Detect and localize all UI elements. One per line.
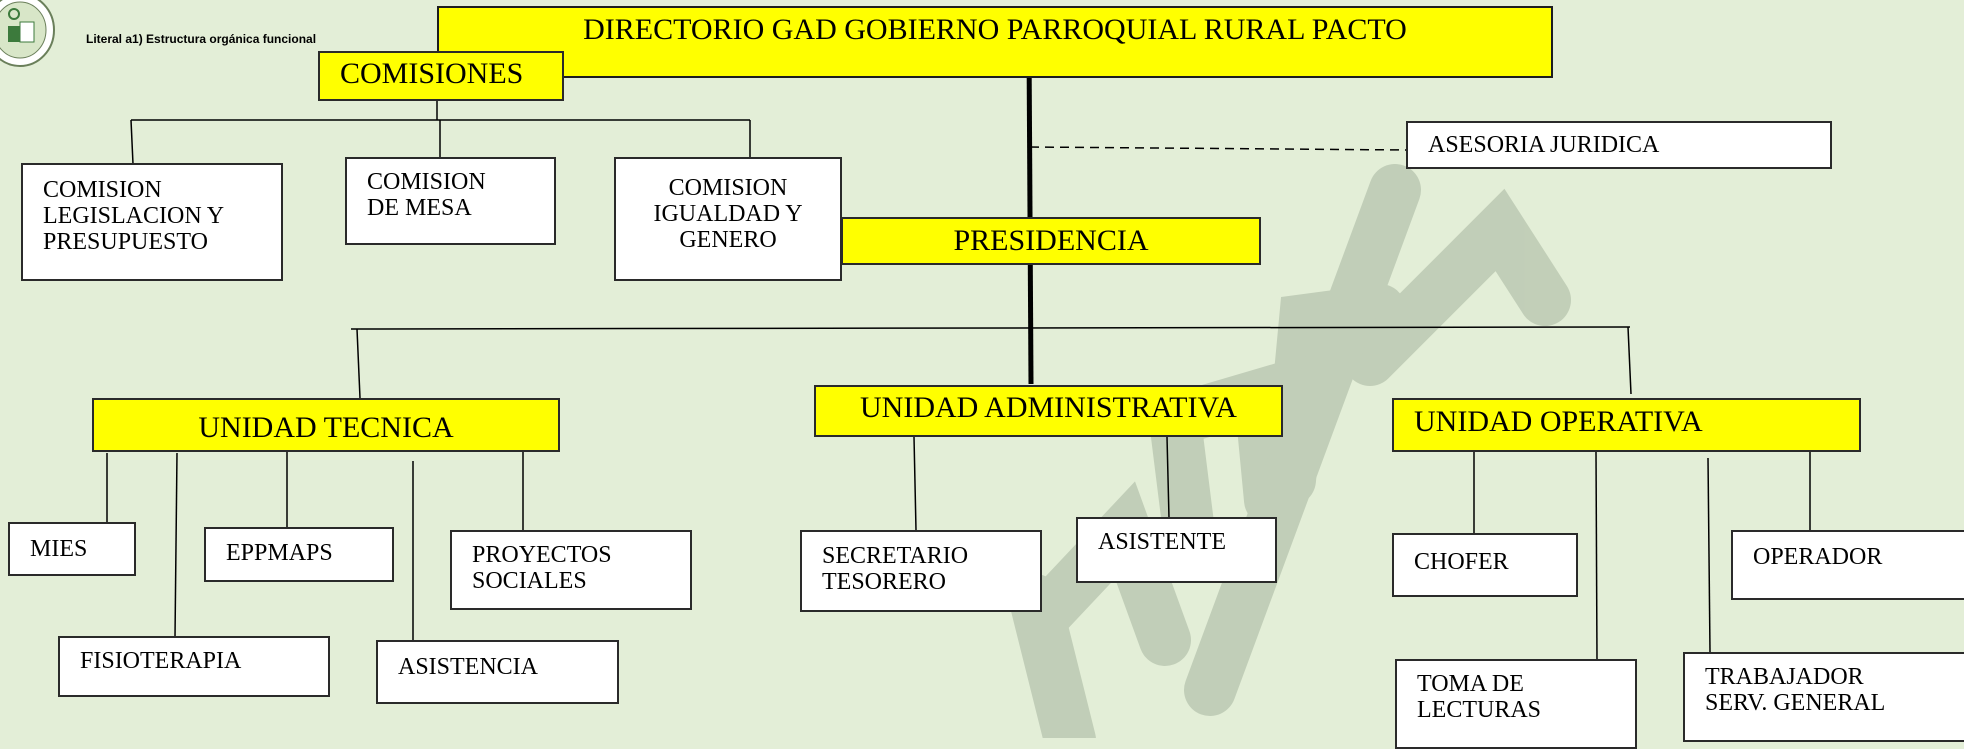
watermark xyxy=(1009,164,1571,738)
connector-lines xyxy=(106,100,1811,661)
asistencia-box: ASISTENCIA xyxy=(376,640,619,704)
page-subtitle: Literal a1) Estructura orgánica funciona… xyxy=(86,32,317,46)
unidad-administrativa-box: UNIDAD ADMINISTRATIVA xyxy=(814,385,1283,437)
asesoria-juridica-box: ASESORIA JURIDICA xyxy=(1406,121,1832,169)
comision-legislacion-box: COMISION LEGISLACION Y PRESUPUESTO xyxy=(21,163,283,281)
directorio-box: DIRECTORIO GAD GOBIERNO PARROQUIAL RURAL… xyxy=(437,6,1553,78)
comision-igualdad-box: COMISION IGUALDAD Y GENERO xyxy=(614,157,842,281)
mies-box: MIES xyxy=(8,522,136,576)
eppmaps-box: EPPMAPS xyxy=(204,527,394,582)
unidad-operativa-box: UNIDAD OPERATIVA xyxy=(1392,398,1861,452)
asistente-box: ASISTENTE xyxy=(1076,517,1277,583)
comisiones-box: COMISIONES xyxy=(318,51,564,101)
fisioterapia-box: FISIOTERAPIA xyxy=(58,636,330,697)
main-spine xyxy=(1026,43,1034,385)
secretario-tesorero-box: SECRETARIO TESORERO xyxy=(800,530,1042,612)
chofer-box: CHOFER xyxy=(1392,533,1578,597)
seal-logo-icon xyxy=(0,0,55,67)
trabajador-serv-general-box: TRABAJADOR SERV. GENERAL xyxy=(1683,652,1964,742)
operador-box: OPERADOR xyxy=(1731,530,1964,600)
toma-lecturas-box: TOMA DE LECTURAS xyxy=(1395,659,1637,749)
comision-mesa-box: COMISION DE MESA xyxy=(345,157,556,245)
presidencia-box: PRESIDENCIA xyxy=(841,217,1261,265)
unidad-tecnica-box: UNIDAD TECNICA xyxy=(92,398,560,452)
proyectos-sociales-box: PROYECTOS SOCIALES xyxy=(450,530,692,610)
